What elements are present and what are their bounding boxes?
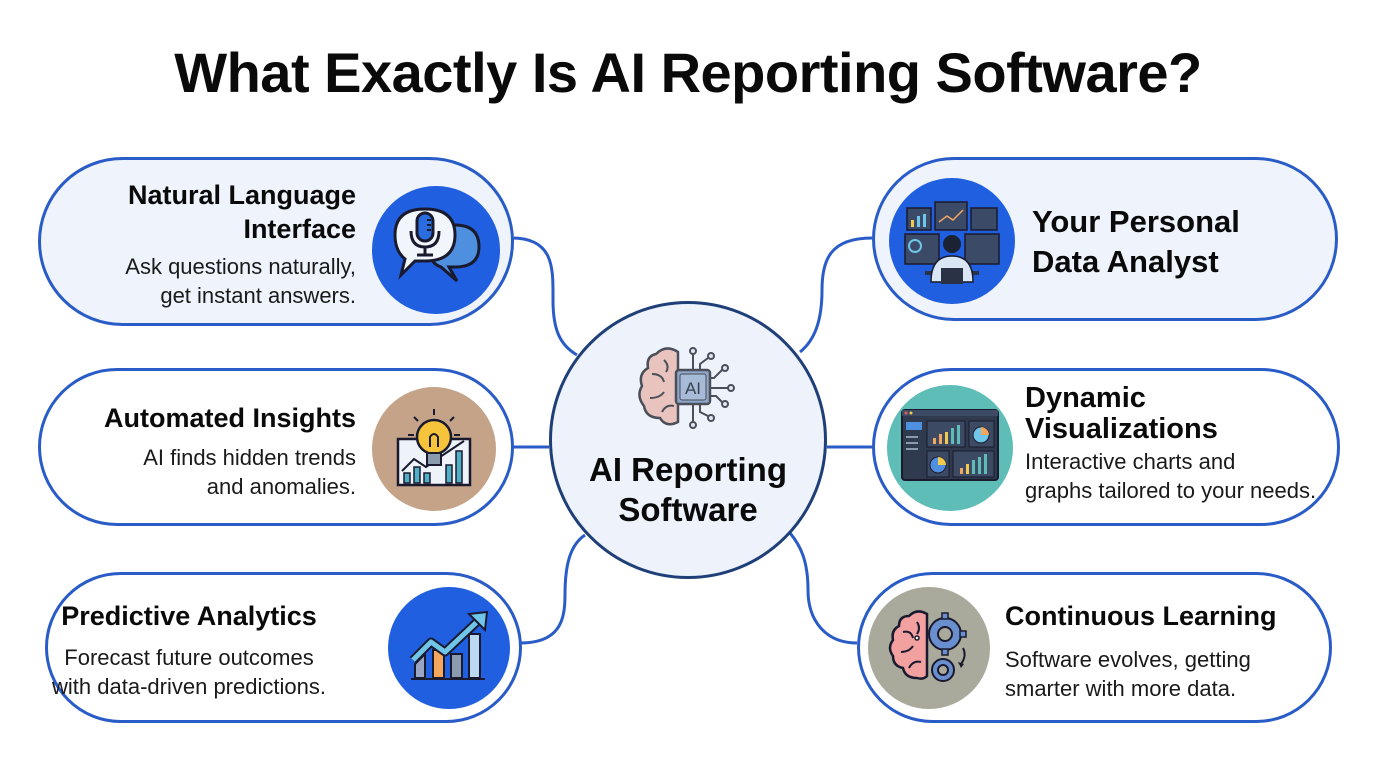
feature-description: smarter with more data. bbox=[1005, 676, 1237, 701]
feature-heading: Continuous Learning bbox=[1005, 601, 1277, 631]
feature-card-dynamic-visualizations: Dynamic Visualizations Interactive chart… bbox=[872, 368, 1340, 526]
brain-gears-icon bbox=[868, 587, 990, 709]
feature-card-automated-insights: Automated Insights AI finds hidden trend… bbox=[38, 368, 514, 526]
feature-description: Forecast future outcomes bbox=[64, 645, 314, 670]
feature-heading: Natural Language bbox=[127, 180, 356, 210]
connector-bottom-right bbox=[788, 532, 858, 645]
page-title: What Exactly Is AI Reporting Software? bbox=[174, 41, 1202, 104]
feature-description: with data-driven predictions. bbox=[52, 674, 326, 699]
feature-heading: Your Personal bbox=[1032, 204, 1240, 239]
feature-card-continuous-learning: Continuous Learning Software evolves, ge… bbox=[857, 572, 1332, 723]
feature-card-personal-data-analyst: Your Personal Data Analyst bbox=[872, 157, 1338, 321]
analyst-monitors-icon bbox=[889, 178, 1015, 304]
trend-arrow-chart-icon bbox=[388, 587, 510, 709]
feature-description: Software evolves, getting bbox=[1005, 647, 1251, 672]
feature-description: Ask questions naturally, bbox=[125, 254, 356, 279]
microphone-chat-icon bbox=[372, 186, 500, 314]
connector-top-right bbox=[799, 236, 873, 354]
hub-label: AI Reporting Software bbox=[552, 450, 824, 530]
feature-heading: Predictive Analytics bbox=[61, 601, 317, 631]
feature-heading: Dynamic bbox=[1025, 382, 1146, 414]
feature-heading: Visualizations bbox=[1025, 413, 1218, 445]
connector-bottom-left bbox=[519, 533, 586, 645]
hub-label-line: AI Reporting bbox=[589, 451, 787, 488]
feature-description: get instant answers. bbox=[160, 283, 356, 308]
feature-description: AI finds hidden trends bbox=[143, 445, 356, 470]
connector-top-left bbox=[511, 236, 578, 357]
feature-heading: Automated Insights bbox=[103, 403, 356, 433]
feature-description: Interactive charts and bbox=[1025, 449, 1236, 474]
feature-heading: Data Analyst bbox=[1032, 244, 1219, 279]
ai-brain-chip-icon: AI bbox=[638, 347, 735, 429]
svg-text:AI: AI bbox=[685, 379, 701, 398]
lightbulb-chart-icon bbox=[372, 387, 496, 511]
hub-label-line: Software bbox=[618, 491, 758, 528]
feature-description: and anomalies. bbox=[206, 474, 356, 499]
feature-description: graphs tailored to your needs. bbox=[1025, 478, 1317, 503]
feature-card-natural-language: Natural Language Interface Ask questions… bbox=[38, 157, 514, 326]
central-hub-ai-reporting-software: AI AI Reporting Software bbox=[549, 301, 827, 579]
feature-card-predictive-analytics: Predictive Analytics Forecast future out… bbox=[45, 572, 522, 723]
dashboard-charts-icon bbox=[887, 385, 1013, 511]
feature-heading: Interface bbox=[243, 214, 356, 244]
